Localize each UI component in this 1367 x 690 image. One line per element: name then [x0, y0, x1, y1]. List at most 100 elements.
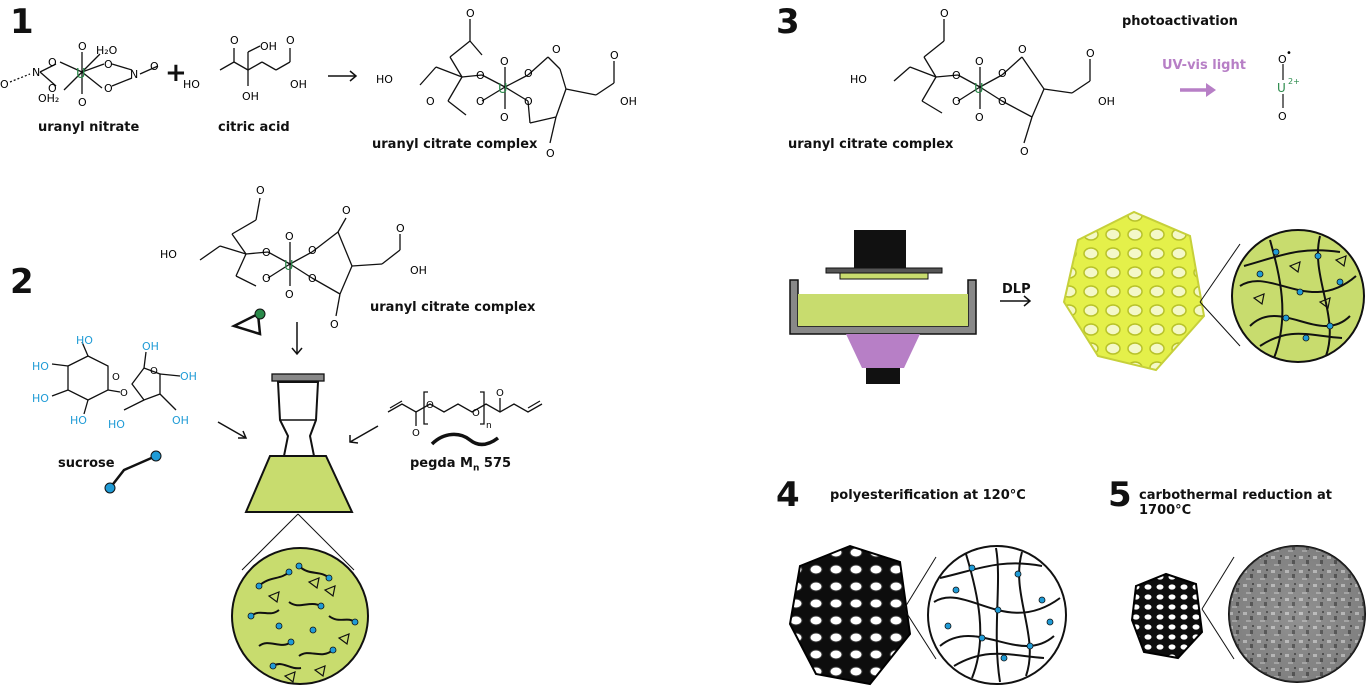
svg-text:O: O	[285, 230, 294, 243]
svg-text:HO: HO	[76, 334, 93, 347]
resin-zoom-circle	[231, 547, 369, 685]
zoom-lines-step4	[903, 556, 937, 660]
svg-text:HO: HO	[32, 360, 49, 373]
svg-text:HO: HO	[32, 392, 49, 405]
svg-text:n: n	[486, 421, 492, 431]
svg-text:OH: OH	[290, 78, 307, 91]
svg-text:O: O	[426, 95, 435, 108]
svg-text:O: O	[78, 96, 87, 109]
dlp-arrow	[1000, 295, 1032, 307]
svg-text:HO: HO	[376, 73, 393, 86]
reaction-flask	[244, 373, 354, 513]
uranyl-nitrate-label: uranyl nitrate	[38, 120, 140, 135]
svg-text:O: O	[524, 67, 533, 80]
sucrose-label: sucrose	[58, 456, 115, 471]
svg-text:O: O	[472, 408, 480, 419]
svg-text:O: O	[262, 246, 271, 259]
zoom-lines-step2	[241, 513, 355, 571]
svg-text:O: O	[500, 111, 509, 124]
svg-text:O: O	[998, 67, 1007, 80]
svg-text:O: O	[940, 7, 949, 20]
dlp-printer	[789, 230, 977, 384]
svg-text:O: O	[426, 400, 434, 411]
svg-text:O: O	[1278, 110, 1287, 123]
svg-text:O: O	[308, 244, 317, 257]
svg-text:HO: HO	[70, 414, 87, 427]
svg-text:O: O	[342, 204, 351, 217]
svg-text:OH: OH	[242, 90, 259, 103]
svg-text:O: O	[952, 95, 961, 108]
step-2-number: 2	[10, 262, 34, 302]
uranyl-citrate-complex-structure-3: U HO O O O O O O O O O OH O	[850, 7, 1115, 158]
svg-text:O: O	[552, 43, 561, 56]
svg-text:N: N	[130, 68, 138, 81]
svg-text:O: O	[256, 184, 265, 197]
step4-label: polyesterification at 120°C	[830, 488, 1026, 503]
carbide-microstructure-circle	[1228, 545, 1366, 683]
svg-text:O: O	[48, 56, 57, 69]
svg-text:H₂O: H₂O	[96, 44, 118, 57]
svg-text:O: O	[998, 95, 1007, 108]
complex-label-step2: uranyl citrate complex	[370, 300, 536, 315]
svg-text:OH₂: OH₂	[38, 92, 59, 105]
uranyl-citrate-complex-structure-1: U HO O O O O O O O O O OH O O	[376, 7, 637, 160]
svg-text:U: U	[974, 82, 984, 97]
svg-text:N: N	[32, 66, 40, 79]
svg-text:O: O	[120, 388, 128, 399]
svg-text:O: O	[975, 111, 984, 124]
zoom-lines-step5	[1201, 556, 1235, 660]
svg-text:•: •	[1286, 48, 1292, 59]
sucrose-structure: O O O HO HO HO HO OH OH OH HO	[32, 334, 197, 431]
printed-lattice-yellow	[1062, 210, 1206, 372]
svg-text:O: O	[78, 40, 87, 53]
svg-text:O: O	[466, 7, 475, 20]
svg-text:OH: OH	[260, 40, 277, 53]
svg-text:O: O	[476, 69, 485, 82]
svg-text:O: O	[262, 272, 271, 285]
pegda-symbol	[430, 432, 500, 447]
svg-text:O: O	[1086, 47, 1095, 60]
sucrose-symbol	[104, 450, 162, 494]
svg-text:O: O	[308, 272, 317, 285]
svg-text:O: O	[546, 147, 555, 160]
svg-text:OH: OH	[180, 370, 197, 383]
arrow-pegda-flask	[349, 425, 379, 444]
svg-text:O: O	[500, 55, 509, 68]
polyester-lattice-black	[788, 544, 912, 686]
dlp-label: DLP	[1002, 282, 1031, 297]
reaction-arrow-1	[328, 70, 358, 82]
svg-text:O: O	[150, 60, 159, 73]
svg-text:O: O	[112, 372, 120, 383]
svg-text:O: O	[150, 366, 158, 377]
svg-text:O: O	[230, 34, 239, 47]
svg-text:O: O	[286, 34, 295, 47]
complex-label-step1: uranyl citrate complex	[372, 137, 538, 152]
svg-text:OH: OH	[1098, 95, 1115, 108]
svg-text:O: O	[1020, 145, 1029, 158]
uv-light-label: UV-vis light	[1162, 58, 1246, 73]
svg-text:O: O	[952, 69, 961, 82]
svg-text:O: O	[975, 55, 984, 68]
citric-acid-label: citric acid	[218, 120, 290, 135]
svg-text:O: O	[104, 82, 113, 95]
svg-text:O: O	[1278, 53, 1287, 66]
svg-text:O: O	[476, 95, 485, 108]
svg-text:HO: HO	[160, 248, 177, 261]
step-4-number: 4	[776, 475, 800, 515]
zoom-lines-step3	[1199, 243, 1241, 347]
photoactivation-label: photoactivation	[1122, 14, 1238, 29]
svg-text:HO: HO	[108, 418, 125, 431]
uranium-atom: U	[76, 67, 86, 82]
step-1-number: 1	[10, 2, 34, 42]
polyester-network-circle	[927, 545, 1067, 685]
svg-text:OH: OH	[172, 414, 189, 427]
arrow-down-complex	[291, 322, 303, 356]
svg-text:O: O	[412, 428, 420, 439]
svg-text:U: U	[498, 82, 508, 97]
svg-text:O: O	[396, 222, 405, 235]
svg-text:OH: OH	[620, 95, 637, 108]
svg-text:O: O	[496, 388, 504, 399]
carbide-lattice-black	[1130, 572, 1204, 660]
svg-text:O: O	[1018, 43, 1027, 56]
svg-text:HO: HO	[850, 73, 867, 86]
